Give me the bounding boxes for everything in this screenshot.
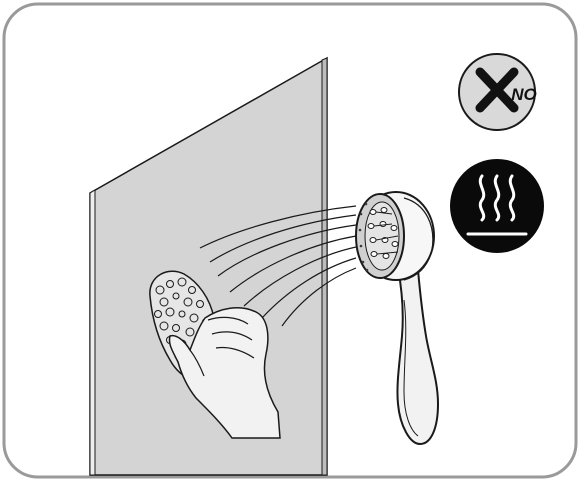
- no-badge: NO: [459, 54, 537, 130]
- no-label: NO: [511, 85, 537, 104]
- heat-badge: [450, 159, 544, 253]
